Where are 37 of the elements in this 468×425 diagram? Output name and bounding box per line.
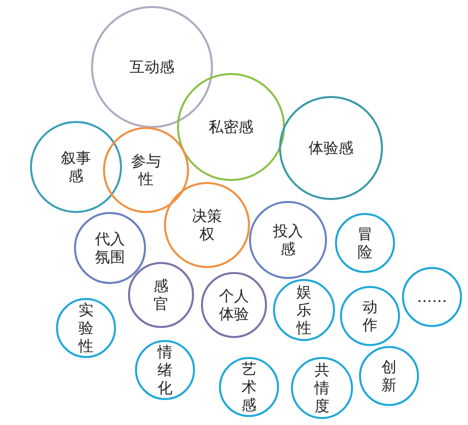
bubble-circle — [279, 96, 383, 200]
bubble-circle — [402, 267, 462, 327]
bubble-label: 叙事感 — [60, 149, 92, 185]
bubble-circle — [56, 298, 116, 358]
bubble-circle — [219, 357, 279, 417]
bubble-label: 私密感 — [208, 118, 254, 136]
bubble-label: 投入感 — [272, 222, 304, 258]
bubble-circle — [335, 213, 395, 273]
bubble-circle — [249, 201, 327, 279]
bubble-circle — [74, 212, 146, 284]
bubble-label: 动作 — [362, 298, 378, 334]
bubble-label: 艺术感 — [241, 360, 257, 414]
bubble-circle — [135, 340, 195, 400]
bubble-circle — [128, 262, 194, 328]
bubble-label: 冒险 — [357, 225, 373, 261]
bubble-label: 共情度 — [314, 361, 330, 415]
bubble-label: 创新 — [381, 358, 397, 394]
bubble-label: 实验性 — [78, 301, 94, 355]
bubble-circle — [103, 127, 189, 213]
bubble-label: 代入氛围 — [94, 230, 126, 266]
bubble-label: …… — [416, 288, 448, 306]
bubble-label: 感官 — [153, 277, 169, 313]
bubble-label: 个人体验 — [218, 287, 250, 323]
bubble-circle — [164, 182, 250, 268]
bubble-label: 体验感 — [308, 139, 354, 157]
bubble-label: 娱乐性 — [296, 283, 312, 337]
bubble-label: 决策权 — [191, 207, 223, 243]
bubble-circle — [359, 346, 419, 406]
bubble-circle — [30, 121, 122, 213]
bubble-label: 互动感 — [128, 58, 176, 76]
bubble-circle — [201, 272, 267, 338]
bubble-label: 情绪化 — [157, 343, 173, 397]
bubble-circle — [340, 286, 400, 346]
bubble-label: 参与性 — [130, 152, 162, 188]
bubble-circle — [273, 279, 335, 341]
bubble-circle — [291, 357, 353, 419]
bubble-circle — [177, 73, 285, 181]
